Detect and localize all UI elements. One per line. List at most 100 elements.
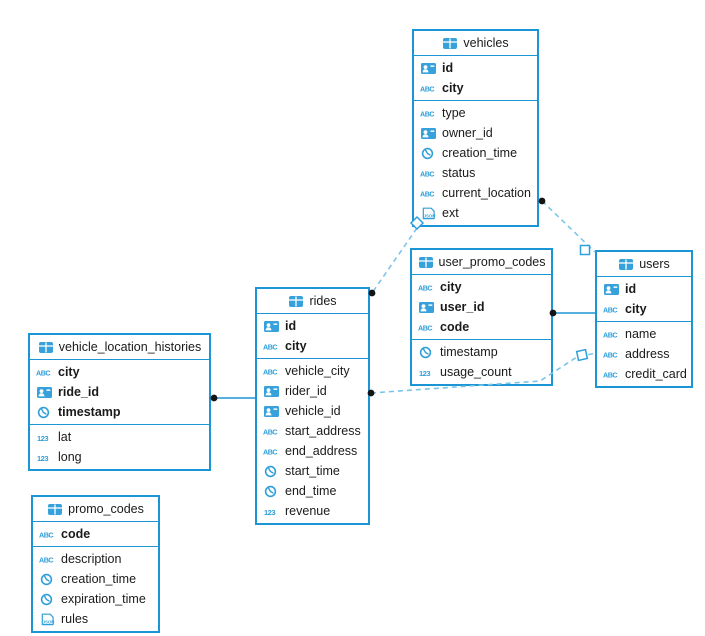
column-row: timestamp	[30, 402, 209, 422]
column-name: city	[625, 301, 647, 316]
column-name: ride_id	[58, 384, 99, 399]
column-row: rules	[33, 609, 158, 629]
string-type-icon	[39, 553, 56, 566]
string-type-icon	[603, 328, 620, 341]
string-type-icon	[420, 167, 437, 180]
column-row: code	[33, 524, 158, 544]
table-vehicle-location-histories[interactable]: vehicle_location_histories city ride_id …	[28, 333, 211, 471]
column-row: start_address	[257, 421, 368, 441]
string-type-icon	[36, 366, 53, 379]
column-name: city	[58, 364, 80, 379]
column-name: creation_time	[61, 571, 137, 586]
string-type-icon	[39, 528, 56, 541]
string-type-icon	[263, 445, 280, 458]
column-name: lat	[58, 429, 72, 444]
column-row: lat	[30, 427, 209, 447]
column-name: owner_id	[442, 125, 493, 140]
table-header[interactable]: vehicle_location_histories	[30, 335, 209, 360]
table-users[interactable]: users id city name address credit_card	[595, 250, 693, 388]
json-type-icon	[39, 613, 56, 626]
uuid-type-icon	[420, 127, 437, 140]
column-name: revenue	[285, 503, 331, 518]
column-name: id	[285, 318, 297, 333]
timestamp-type-icon	[420, 147, 437, 160]
table-vehicles[interactable]: vehicles id city type owner_id creation_…	[412, 29, 539, 227]
column-name: ext	[442, 205, 459, 220]
relation-diamond-users-bottom-end	[575, 348, 589, 362]
table-name: users	[639, 256, 670, 271]
table-name: user_promo_codes	[438, 254, 546, 269]
column-row: city	[597, 299, 691, 319]
column-row: id	[257, 316, 368, 336]
column-name: id	[442, 60, 454, 75]
table-header[interactable]: rides	[257, 289, 368, 314]
table-icon	[418, 256, 434, 269]
table-icon	[288, 295, 304, 308]
column-row: id	[414, 58, 537, 78]
table-icon	[442, 37, 458, 50]
column-row: timestamp	[412, 342, 551, 362]
column-row: description	[33, 549, 158, 569]
string-type-icon	[420, 82, 437, 95]
column-name: current_location	[442, 185, 531, 200]
uuid-type-icon	[418, 301, 435, 314]
column-name: type	[442, 105, 466, 120]
table-user-promo-codes[interactable]: user_promo_codes city user_id code times…	[410, 248, 553, 386]
string-type-icon	[420, 107, 437, 120]
column-row: id	[597, 279, 691, 299]
column-name: id	[625, 281, 637, 296]
table-rides[interactable]: rides id city vehicle_city rider_id vehi…	[255, 287, 370, 525]
columns-section: description creation_time expiration_tim…	[33, 546, 158, 631]
column-row: creation_time	[33, 569, 158, 589]
uuid-type-icon	[263, 320, 280, 333]
column-row: code	[412, 317, 551, 337]
timestamp-type-icon	[418, 346, 435, 359]
string-type-icon	[263, 340, 280, 353]
column-row: creation_time	[414, 143, 537, 163]
string-type-icon	[603, 368, 620, 381]
column-row: ride_id	[30, 382, 209, 402]
pk-section: city user_id code	[412, 275, 551, 339]
number-type-icon	[263, 505, 280, 518]
column-row: type	[414, 103, 537, 123]
timestamp-type-icon	[263, 465, 280, 478]
table-header[interactable]: promo_codes	[33, 497, 158, 522]
column-name: code	[61, 526, 91, 541]
column-name: status	[442, 165, 476, 180]
relation-dot-vlh-end	[210, 394, 218, 402]
table-header[interactable]: users	[597, 252, 691, 277]
column-name: rules	[61, 611, 89, 626]
relation-line-vehicles-users	[541, 200, 596, 253]
number-type-icon	[418, 366, 435, 379]
column-row: city	[257, 336, 368, 356]
string-type-icon	[603, 348, 620, 361]
column-row: end_address	[257, 441, 368, 461]
column-row: owner_id	[414, 123, 537, 143]
column-name: creation_time	[442, 145, 518, 160]
table-header[interactable]: vehicles	[414, 31, 537, 56]
column-name: timestamp	[440, 344, 498, 359]
column-name: code	[440, 319, 470, 334]
column-name: city	[440, 279, 462, 294]
table-name: promo_codes	[68, 501, 144, 516]
timestamp-type-icon	[263, 485, 280, 498]
timestamp-type-icon	[36, 406, 53, 419]
table-promo-codes[interactable]: promo_codes code description creation_ti…	[31, 495, 160, 633]
table-header[interactable]: user_promo_codes	[412, 250, 551, 275]
column-row: name	[597, 324, 691, 344]
timestamp-type-icon	[39, 593, 56, 606]
timestamp-type-icon	[39, 573, 56, 586]
column-row: address	[597, 344, 691, 364]
column-name: credit_card	[625, 366, 687, 381]
uuid-type-icon	[420, 62, 437, 75]
pk-section: city ride_id timestamp	[30, 360, 209, 424]
column-row: user_id	[412, 297, 551, 317]
column-name: usage_count	[440, 364, 512, 379]
column-row: expiration_time	[33, 589, 158, 609]
column-row: city	[30, 362, 209, 382]
pk-section: id city	[257, 314, 368, 358]
string-type-icon	[263, 425, 280, 438]
column-name: address	[625, 346, 670, 361]
column-name: long	[58, 449, 82, 464]
